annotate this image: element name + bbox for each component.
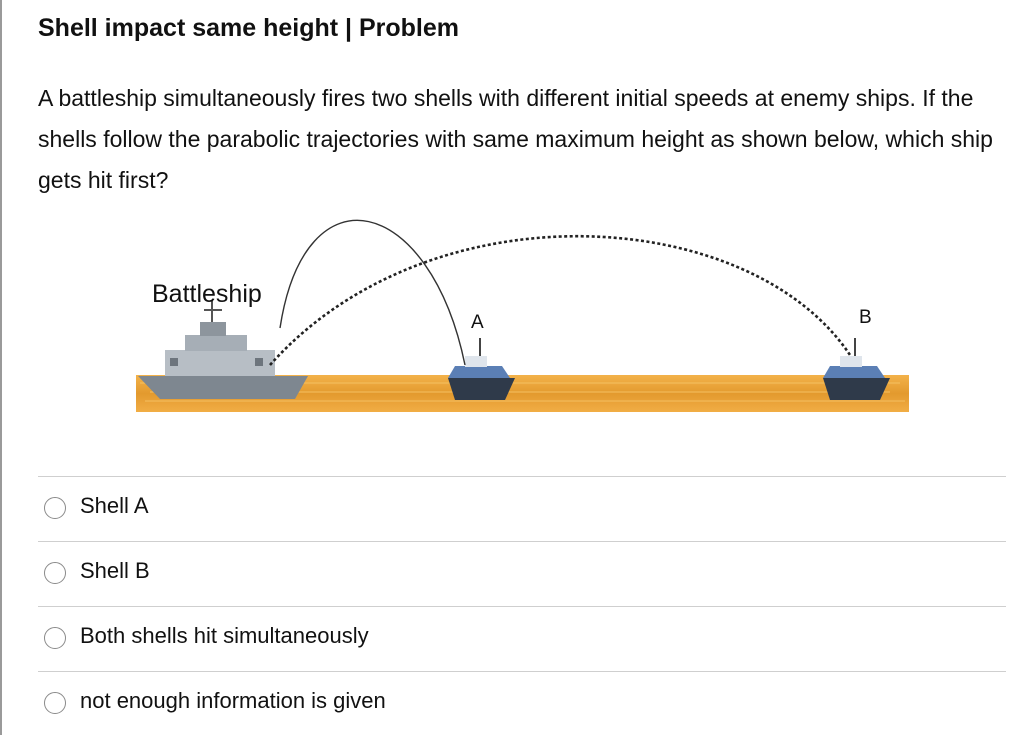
option-label: Shell A bbox=[80, 493, 149, 518]
ship-a-icon bbox=[448, 338, 515, 400]
answer-options: Shell A Shell B Both shells hit simultan… bbox=[38, 476, 1006, 736]
radio-button[interactable] bbox=[44, 497, 66, 519]
page-left-border bbox=[0, 0, 2, 735]
problem-title: Shell impact same height | Problem bbox=[38, 14, 459, 42]
option-shell-b[interactable]: Shell B bbox=[38, 541, 1006, 606]
battleship-icon bbox=[138, 300, 308, 399]
ship-b-icon bbox=[823, 338, 890, 400]
ship-b-label: B bbox=[859, 307, 872, 328]
shell-a-trajectory bbox=[279, 219, 466, 366]
ship-a-label: A bbox=[471, 312, 484, 333]
option-not-enough-info[interactable]: not enough information is given bbox=[38, 671, 1006, 736]
option-label: Both shells hit simultaneously bbox=[80, 623, 369, 648]
radio-button[interactable] bbox=[44, 562, 66, 584]
option-label: Shell B bbox=[80, 558, 150, 583]
option-label: not enough information is given bbox=[80, 688, 386, 713]
question-text: A battleship simultaneously fires two sh… bbox=[38, 85, 993, 193]
trajectory-figure: Battleship A B bbox=[130, 200, 920, 430]
trajectory-svg: Battleship A B bbox=[136, 219, 909, 412]
radio-button[interactable] bbox=[44, 627, 66, 649]
option-shell-a[interactable]: Shell A bbox=[38, 476, 1006, 541]
shell-b-trajectory bbox=[269, 234, 852, 366]
battleship-label: Battleship bbox=[152, 280, 262, 308]
option-both-simultaneous[interactable]: Both shells hit simultaneously bbox=[38, 606, 1006, 671]
radio-button[interactable] bbox=[44, 692, 66, 714]
